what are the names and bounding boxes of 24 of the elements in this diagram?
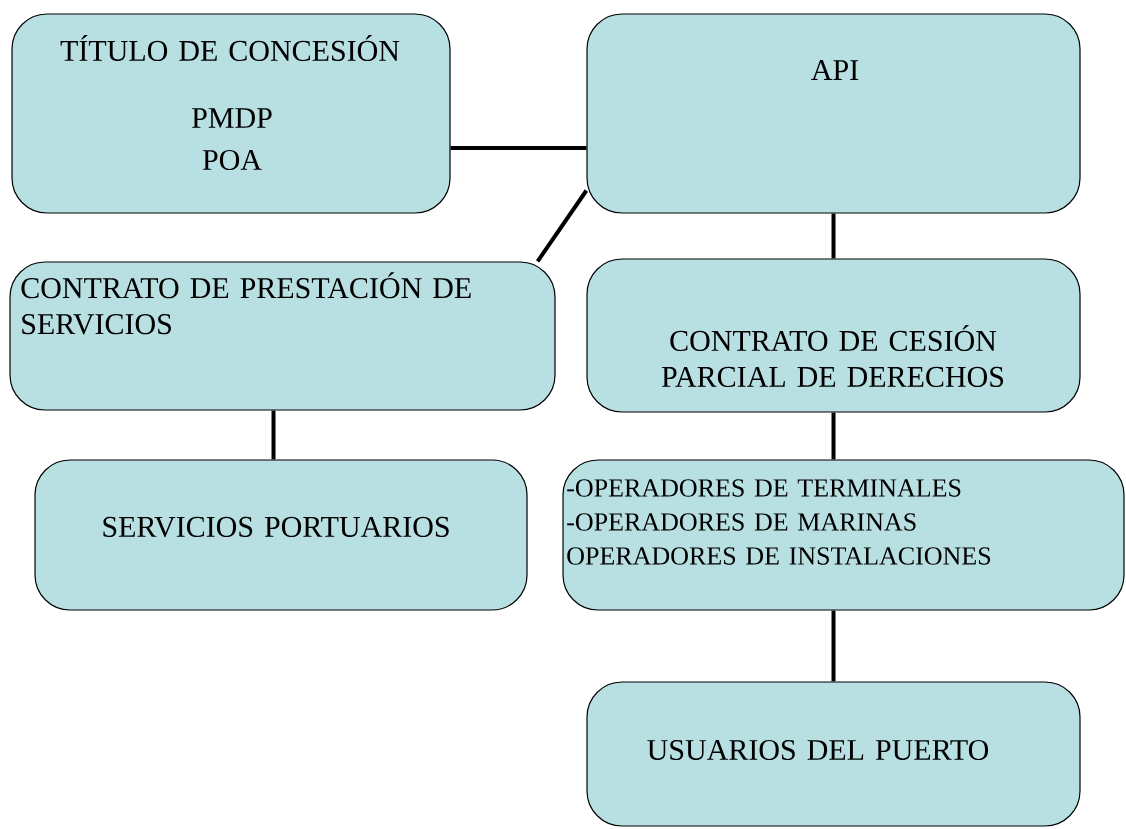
box-text: API bbox=[811, 60, 859, 80]
box-text: CONTRATO DE PRESTACIÓN DE SERVICIOS bbox=[21, 272, 471, 335]
rounded-box bbox=[586, 681, 1081, 827]
rounded-box bbox=[34, 459, 528, 611]
rounded-box bbox=[586, 258, 1081, 413]
box-text: TÍTULO DE CONCESIÓN bbox=[60, 34, 400, 61]
rounded-box bbox=[9, 261, 556, 411]
connector-line bbox=[271, 410, 276, 460]
box-text: -OPERADORES DE MARINAS bbox=[567, 513, 916, 531]
connector-line bbox=[535, 189, 589, 263]
box-text: SERVICIOS PORTUARIOS bbox=[103, 516, 449, 538]
connector-line bbox=[450, 146, 587, 150]
box-text: POA bbox=[202, 149, 262, 171]
rounded-box bbox=[586, 13, 1081, 214]
box-text: USUARIOS DEL PUERTO bbox=[647, 739, 989, 761]
box-text: PMDP bbox=[192, 108, 272, 128]
box-text: -OPERADORES DE TERMINALES bbox=[567, 479, 961, 497]
rounded-box bbox=[562, 459, 1125, 611]
box-text: OPERADORES DE INSTALACIONES bbox=[567, 547, 991, 565]
connector-line bbox=[831, 610, 836, 682]
connector-line bbox=[831, 412, 836, 460]
connector-line bbox=[831, 213, 836, 259]
box-text: CONTRATO DE CESIÓN PARCIAL DE DERECHOS bbox=[661, 324, 1004, 387]
rounded-box bbox=[11, 13, 451, 214]
